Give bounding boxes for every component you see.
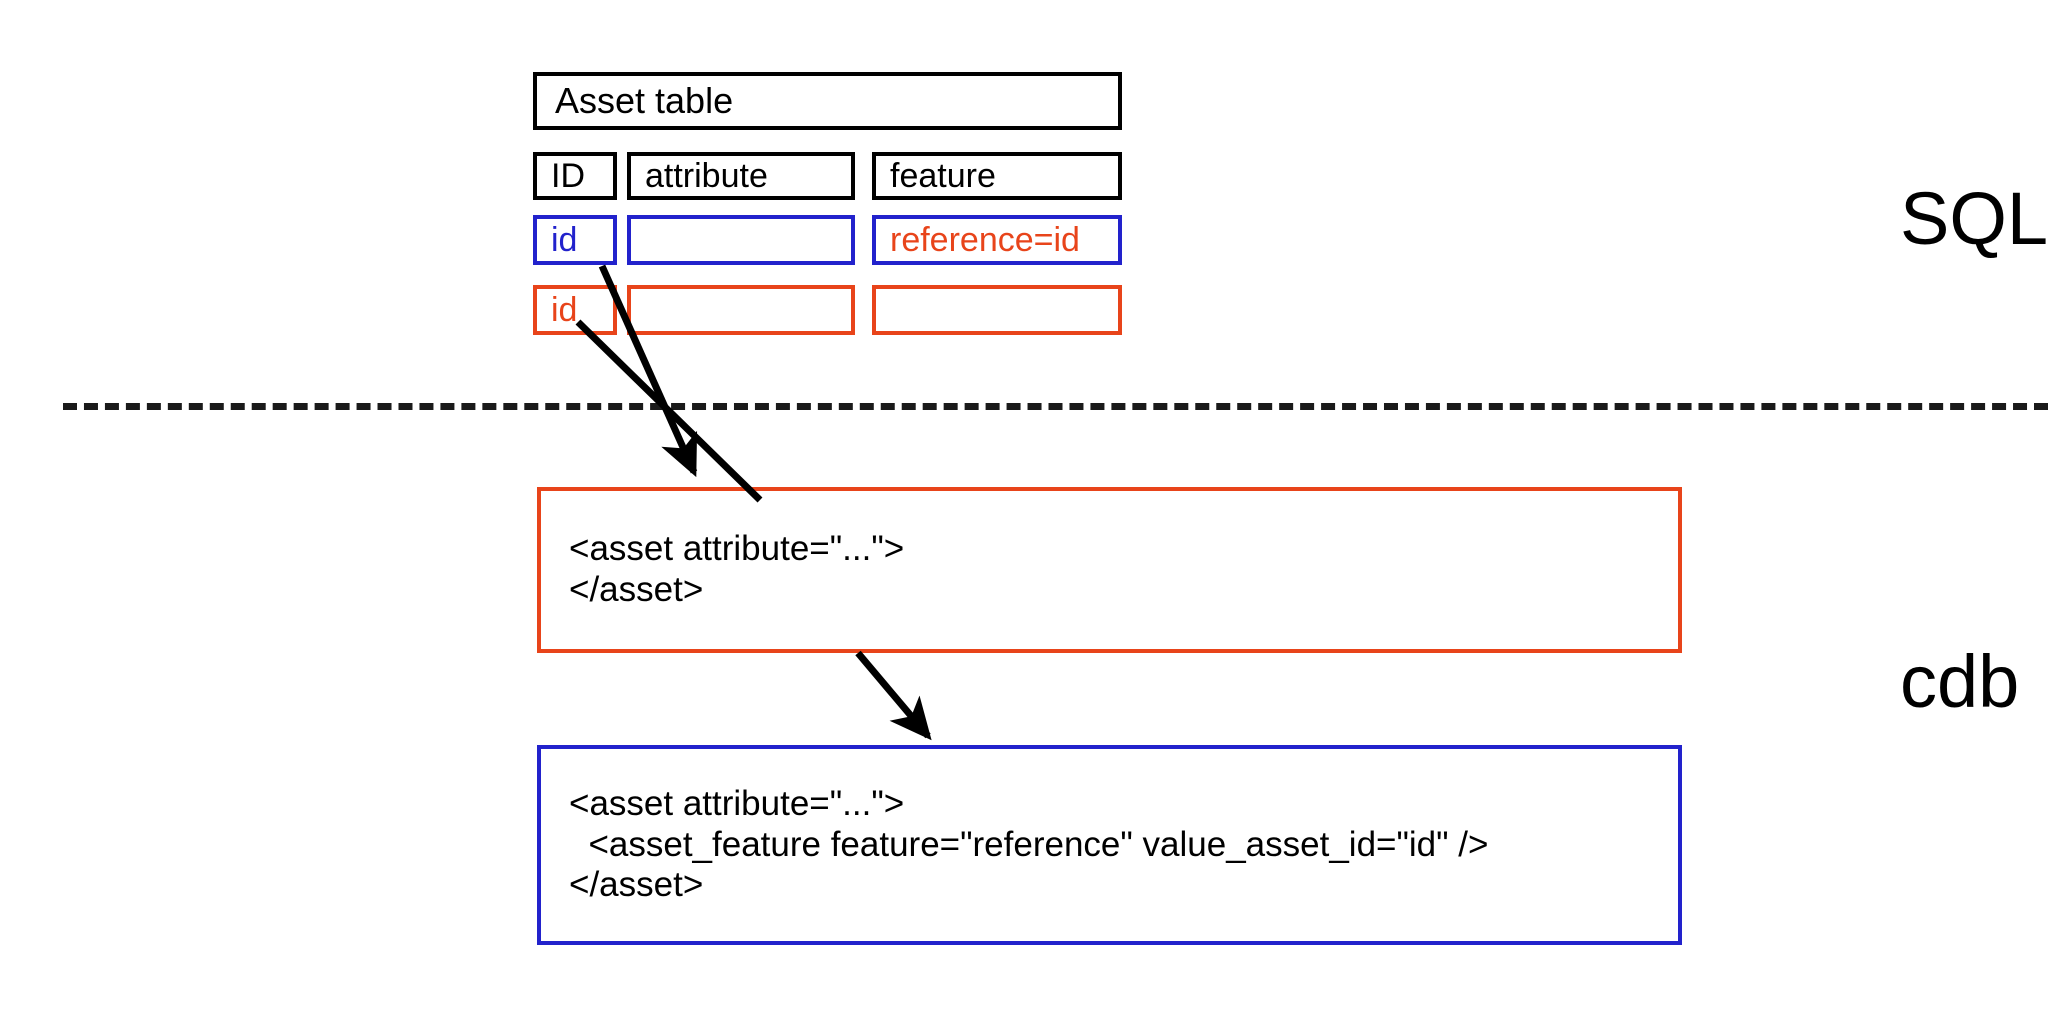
- cdb-asset-box-blue: <asset attribute="..."> <asset_feature f…: [537, 745, 1682, 945]
- row-blue-cell-feature: reference=id: [872, 215, 1122, 265]
- column-header-attribute: attribute: [627, 152, 855, 200]
- section-label-sql: SQL: [1900, 177, 2048, 260]
- row-red-cell-feature: [872, 285, 1122, 335]
- column-header-feature: feature: [872, 152, 1122, 200]
- code-line: </asset>: [569, 570, 704, 609]
- code-line: <asset attribute="...">: [569, 529, 905, 569]
- code-line: <asset_feature feature="reference" value…: [569, 824, 1489, 864]
- arrow-red-id-to-red-box: [575, 319, 763, 503]
- row-red-cell-id: id: [533, 285, 617, 335]
- section-label-cdb: cdb: [1900, 640, 2020, 723]
- section-divider: [63, 403, 2048, 410]
- code-line: </asset>: [569, 865, 704, 905]
- asset-table-title: Asset table: [533, 72, 1122, 130]
- row-blue-cell-id: id: [533, 215, 617, 265]
- arrow-red-box-to-blue-box: [855, 650, 932, 741]
- cdb-asset-box-red: <asset attribute="..."> </asset>: [537, 487, 1682, 653]
- row-blue-cell-attribute: [627, 215, 855, 265]
- row-red-cell-attribute: [627, 285, 855, 335]
- code-line: <asset attribute="...">: [569, 784, 905, 824]
- column-header-id: ID: [533, 152, 617, 200]
